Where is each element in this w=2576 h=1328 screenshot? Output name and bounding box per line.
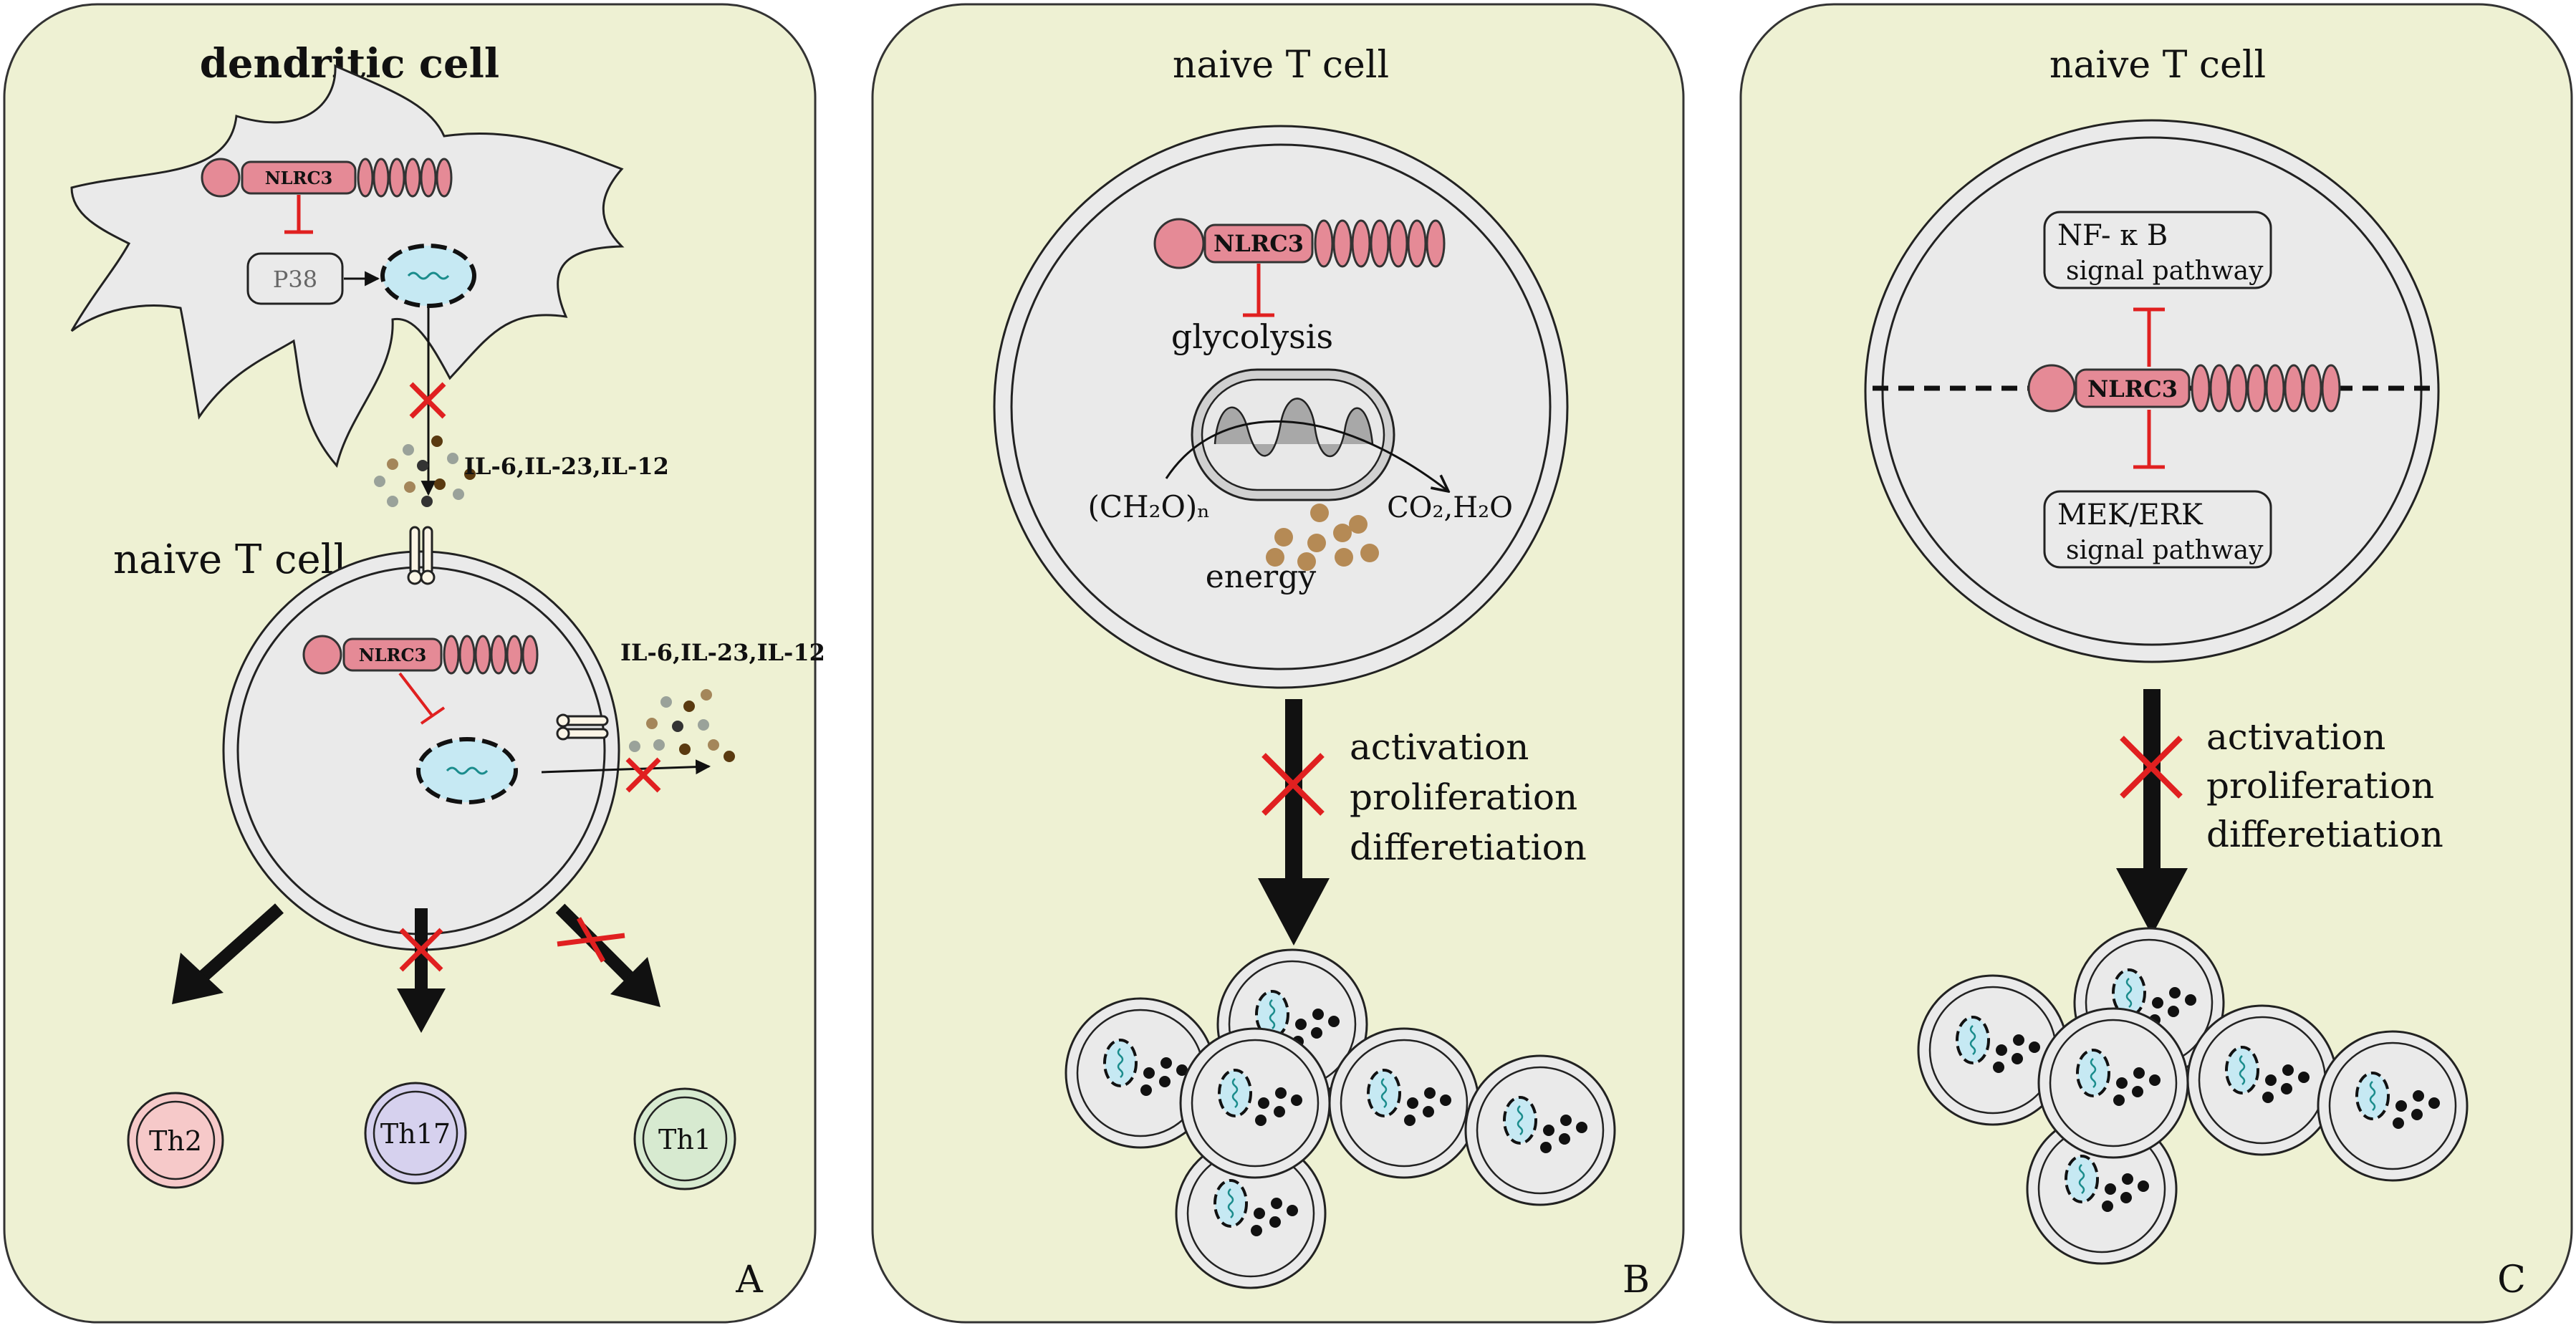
dc-p38-label: P38 <box>273 266 317 293</box>
b-effect-differentiation: differetiation <box>1350 827 1587 868</box>
a-receptor-top <box>407 526 436 585</box>
dc-nlrc3-protein <box>201 158 453 198</box>
c-effect-activation: activation <box>2206 716 2385 758</box>
dc-nlrc3-label: NLRC3 <box>265 168 333 188</box>
th17-label: Th17 <box>380 1118 451 1150</box>
th17-block-icon <box>399 928 443 972</box>
th2-cell <box>127 1092 224 1189</box>
c-cell-6 <box>2037 1007 2189 1159</box>
b-nlrc3-label: NLRC3 <box>1213 230 1304 257</box>
panel-b: naive T cell NLRC3 glycolysis <box>871 3 1685 1324</box>
c-title: naive T cell <box>2049 44 2266 87</box>
c-inhibit-up-icon <box>2133 307 2165 367</box>
b-cell-2 <box>1064 997 1216 1149</box>
th2-label: Th2 <box>149 1125 202 1157</box>
th17-cell <box>364 1082 467 1185</box>
to-th2-arrow <box>172 903 284 1004</box>
b-nlrc3-protein <box>1153 218 1446 269</box>
th1-cell <box>633 1087 736 1190</box>
c-mek-line2: signal pathway <box>2066 536 2264 565</box>
a-t-nlrc3-protein <box>302 635 539 675</box>
dc-p38-box <box>246 252 344 305</box>
c-effect-differentiation: differetiation <box>2206 814 2443 855</box>
a-t-nlrc3-label: NLRC3 <box>359 645 427 665</box>
c-nlrc3-label: NLRC3 <box>2087 375 2178 403</box>
a-t-inhibit-icon <box>398 672 446 725</box>
dc-secretion-block-icon <box>409 382 446 419</box>
b-effect-proliferation: proliferation <box>1350 776 1577 818</box>
b-cell-5 <box>1175 1137 1327 1289</box>
panel-b-letter: B <box>1623 1259 1650 1301</box>
c-nfkb-line2: signal pathway <box>2066 256 2264 286</box>
th1-block-icon <box>557 917 625 963</box>
b-products-label: CO₂,H₂O <box>1387 491 1513 524</box>
panel-a: dendritic cell NLRC3 P38 <box>3 3 825 1324</box>
cytokines-label-2: IL-6,IL-23,IL-12 <box>620 639 825 666</box>
b-title: naive T cell <box>1173 44 1389 87</box>
b-substrate-label: (CH₂O)ₙ <box>1088 489 1211 524</box>
b-proliferated-cells <box>1064 948 1616 1289</box>
c-inhibit-down-icon <box>2133 410 2165 469</box>
energy-dots <box>1266 504 1379 571</box>
b-cell-6 <box>1179 1027 1331 1179</box>
c-proliferated-cells <box>1917 927 2469 1265</box>
b-energy-label: energy <box>1206 559 1317 595</box>
c-effect-proliferation: proliferation <box>2206 765 2434 807</box>
c-mek-line1: MEK/ERK <box>2057 499 2203 531</box>
c-cell-4 <box>2317 1030 2469 1182</box>
mitochondrion <box>1191 368 1395 501</box>
dc-inhibit-icon <box>284 195 313 234</box>
c-block-icon <box>2120 736 2183 799</box>
th1-label: Th1 <box>658 1124 711 1155</box>
c-nlrc3-protein <box>2027 364 2341 413</box>
c-cell-2 <box>1917 974 2069 1126</box>
c-nfkb-box <box>2043 211 2272 289</box>
a-naive-t-cell <box>222 550 620 951</box>
c-cell-3 <box>2186 1004 2338 1156</box>
panel-a-letter: A <box>735 1259 764 1301</box>
b-effect-activation: activation <box>1350 726 1529 768</box>
b-inhibit-icon <box>1243 264 1274 317</box>
dc-nucleus <box>380 244 476 308</box>
c-nfkb-line1: NF- κ B <box>2057 219 2168 252</box>
cytokine-dots-2 <box>629 689 735 762</box>
metabolism-arrow <box>1165 420 1448 491</box>
panel-c-letter: C <box>2497 1259 2526 1301</box>
panel-c: naive T cell NLRC3 <box>1739 3 2573 1324</box>
b-big-arrow <box>1258 699 1330 946</box>
b-block-icon <box>1261 753 1325 816</box>
a-tcell-title: naive T cell <box>113 537 346 583</box>
cytokine-dots-1 <box>374 436 476 507</box>
a-t-secretion-arrow <box>541 759 711 775</box>
cytokines-label-1: IL-6,IL-23,IL-12 <box>464 453 669 480</box>
c-mek-box <box>2043 490 2272 569</box>
b-cell-4 <box>1464 1054 1616 1206</box>
b-cell-3 <box>1328 1027 1480 1179</box>
c-big-arrow <box>2116 689 2188 935</box>
a-t-nucleus <box>416 737 518 804</box>
b-glycolysis-label: glycolysis <box>1171 317 1333 356</box>
a-t-secretion-block-icon <box>625 757 661 793</box>
a-receptor-right <box>556 713 609 741</box>
